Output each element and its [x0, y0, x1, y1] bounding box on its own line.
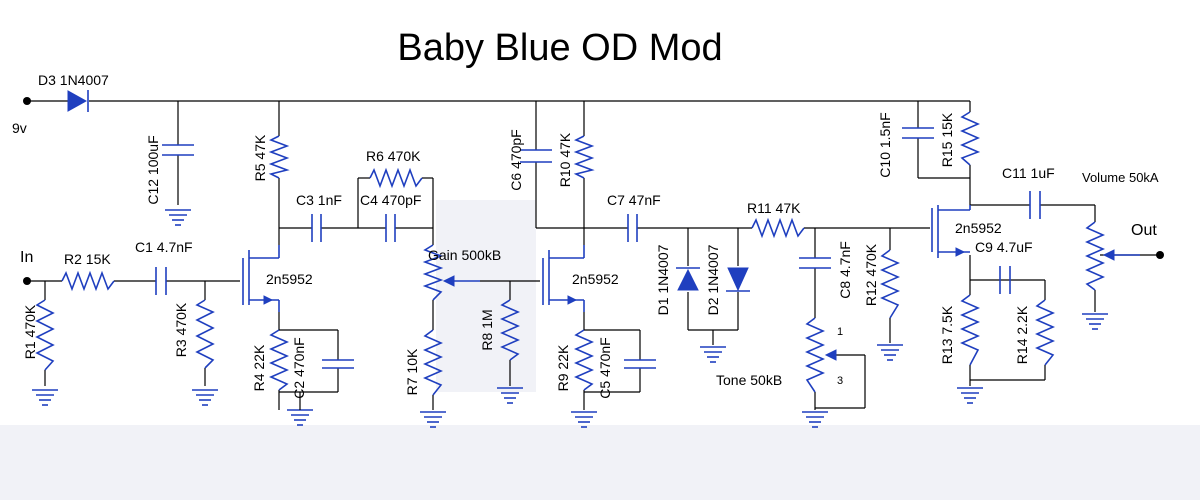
resistor-r13 — [960, 294, 980, 366]
ground-symbol — [31, 389, 59, 406]
ground-symbol — [191, 389, 219, 406]
tone-potentiometer — [805, 317, 837, 393]
capacitor-c5 — [624, 359, 656, 369]
diode-d1 — [676, 267, 700, 291]
component-labels: D3 1N4007 9v C12 100uF R5 47K R6 470K C3… — [12, 72, 1159, 399]
capacitor-c3 — [311, 214, 322, 242]
resistor-r14 — [1035, 299, 1055, 366]
ground-symbol — [956, 387, 984, 404]
label-r9: R9 22K — [555, 344, 571, 391]
label-q2: 2n5952 — [572, 271, 619, 287]
label-c11: C11 1uF — [1002, 165, 1055, 181]
ground-symbol — [876, 344, 904, 361]
label-c8: C8 4.7nF — [837, 241, 853, 299]
resistor-r2 — [61, 270, 115, 292]
label-c6: C6 470pF — [508, 129, 524, 190]
capacitor-c10 — [902, 127, 934, 139]
label-r2: R2 15K — [64, 251, 111, 267]
footer-panel — [0, 425, 1200, 500]
capacitor-c8 — [799, 257, 831, 269]
label-q1: 2n5952 — [266, 271, 313, 287]
label-d1: D1 1N4007 — [655, 244, 671, 315]
label-9v: 9v — [12, 120, 27, 136]
jfet-q2 — [542, 245, 585, 312]
label-gain: Gain 500kB — [428, 247, 501, 263]
label-tone-pin3: 3 — [837, 375, 843, 387]
resistor-r5 — [268, 135, 290, 179]
resistor-r4 — [269, 329, 289, 391]
label-c12: C12 100uF — [145, 135, 161, 204]
label-c1: C1 4.7nF — [135, 239, 193, 255]
resistor-r12 — [880, 249, 900, 319]
label-tone: Tone 50kB — [716, 372, 782, 388]
label-in: In — [20, 249, 33, 266]
resistor-r8 — [500, 299, 520, 361]
resistor-r3 — [195, 299, 215, 369]
ground-symbol — [699, 346, 727, 363]
label-r5: R5 47K — [252, 134, 268, 181]
label-volume: Volume 50kA — [1082, 170, 1159, 185]
capacitor-c7 — [627, 214, 638, 242]
capacitor-c12 — [162, 144, 194, 156]
label-c2: C2 470nF — [291, 337, 307, 398]
resistor-r9 — [574, 329, 594, 391]
resistor-r6 — [369, 167, 423, 189]
capacitor-c11 — [1029, 191, 1041, 219]
label-r7: R7 10K — [404, 348, 420, 395]
ground-symbol — [1081, 313, 1109, 330]
resistor-r10 — [573, 135, 595, 179]
diode-d3 — [67, 90, 89, 112]
ground-symbol — [801, 411, 829, 428]
wires — [27, 100, 1160, 410]
ground-symbol — [164, 209, 192, 226]
label-q3: 2n5952 — [955, 220, 1002, 236]
ground-symbol — [419, 411, 447, 428]
label-r13: R13 7.5K — [939, 305, 955, 364]
capacitor-c6 — [520, 149, 552, 163]
diagram-title: Baby Blue OD Mod — [397, 27, 722, 69]
jfet-q1 — [242, 245, 280, 312]
capacitor-c4 — [385, 214, 396, 242]
label-c9: C9 4.7uF — [975, 239, 1033, 255]
label-r8: R8 1M — [479, 309, 495, 350]
label-r12: R12 470K — [863, 243, 879, 306]
label-r14: R14 2.2K — [1014, 305, 1030, 364]
label-c5: C5 470nF — [597, 337, 613, 398]
label-r11: R11 47K — [747, 200, 801, 216]
jfet-q3 — [931, 205, 971, 258]
volume-potentiometer — [1085, 221, 1140, 291]
label-d2: D2 1N4007 — [705, 244, 721, 315]
label-c4: C4 470pF — [360, 192, 421, 208]
supply-terminal — [23, 97, 31, 105]
capacitor-c2 — [322, 359, 354, 369]
resistor-r1 — [35, 299, 55, 371]
gain-stage-panel — [436, 200, 536, 392]
ground-symbol — [286, 409, 314, 426]
resistor-r15 — [960, 111, 981, 166]
label-c10: C10 1.5nF — [877, 112, 893, 177]
label-out: Out — [1131, 222, 1157, 239]
label-r1: R1 470K — [22, 304, 38, 359]
label-r6: R6 470K — [366, 148, 421, 164]
label-c7: C7 47nF — [607, 192, 661, 208]
label-c3: C3 1nF — [296, 192, 342, 208]
resistor-r7 — [423, 329, 443, 396]
capacitor-c1 — [155, 267, 167, 295]
label-r15: R15 15K — [939, 112, 955, 167]
label-d3: D3 1N4007 — [38, 72, 109, 88]
ground-symbol — [570, 411, 598, 428]
diode-d2 — [726, 267, 750, 292]
label-r10: R10 47K — [557, 132, 573, 187]
resistor-r11 — [751, 217, 805, 239]
capacitor-c9 — [999, 266, 1011, 294]
label-tone-pin1: 1 — [837, 326, 843, 338]
label-r4: R4 22K — [251, 344, 267, 391]
output-terminal — [1156, 251, 1164, 259]
label-r3: R3 470K — [173, 302, 189, 357]
gain-potentiometer — [422, 244, 480, 301]
input-terminal — [23, 277, 31, 285]
